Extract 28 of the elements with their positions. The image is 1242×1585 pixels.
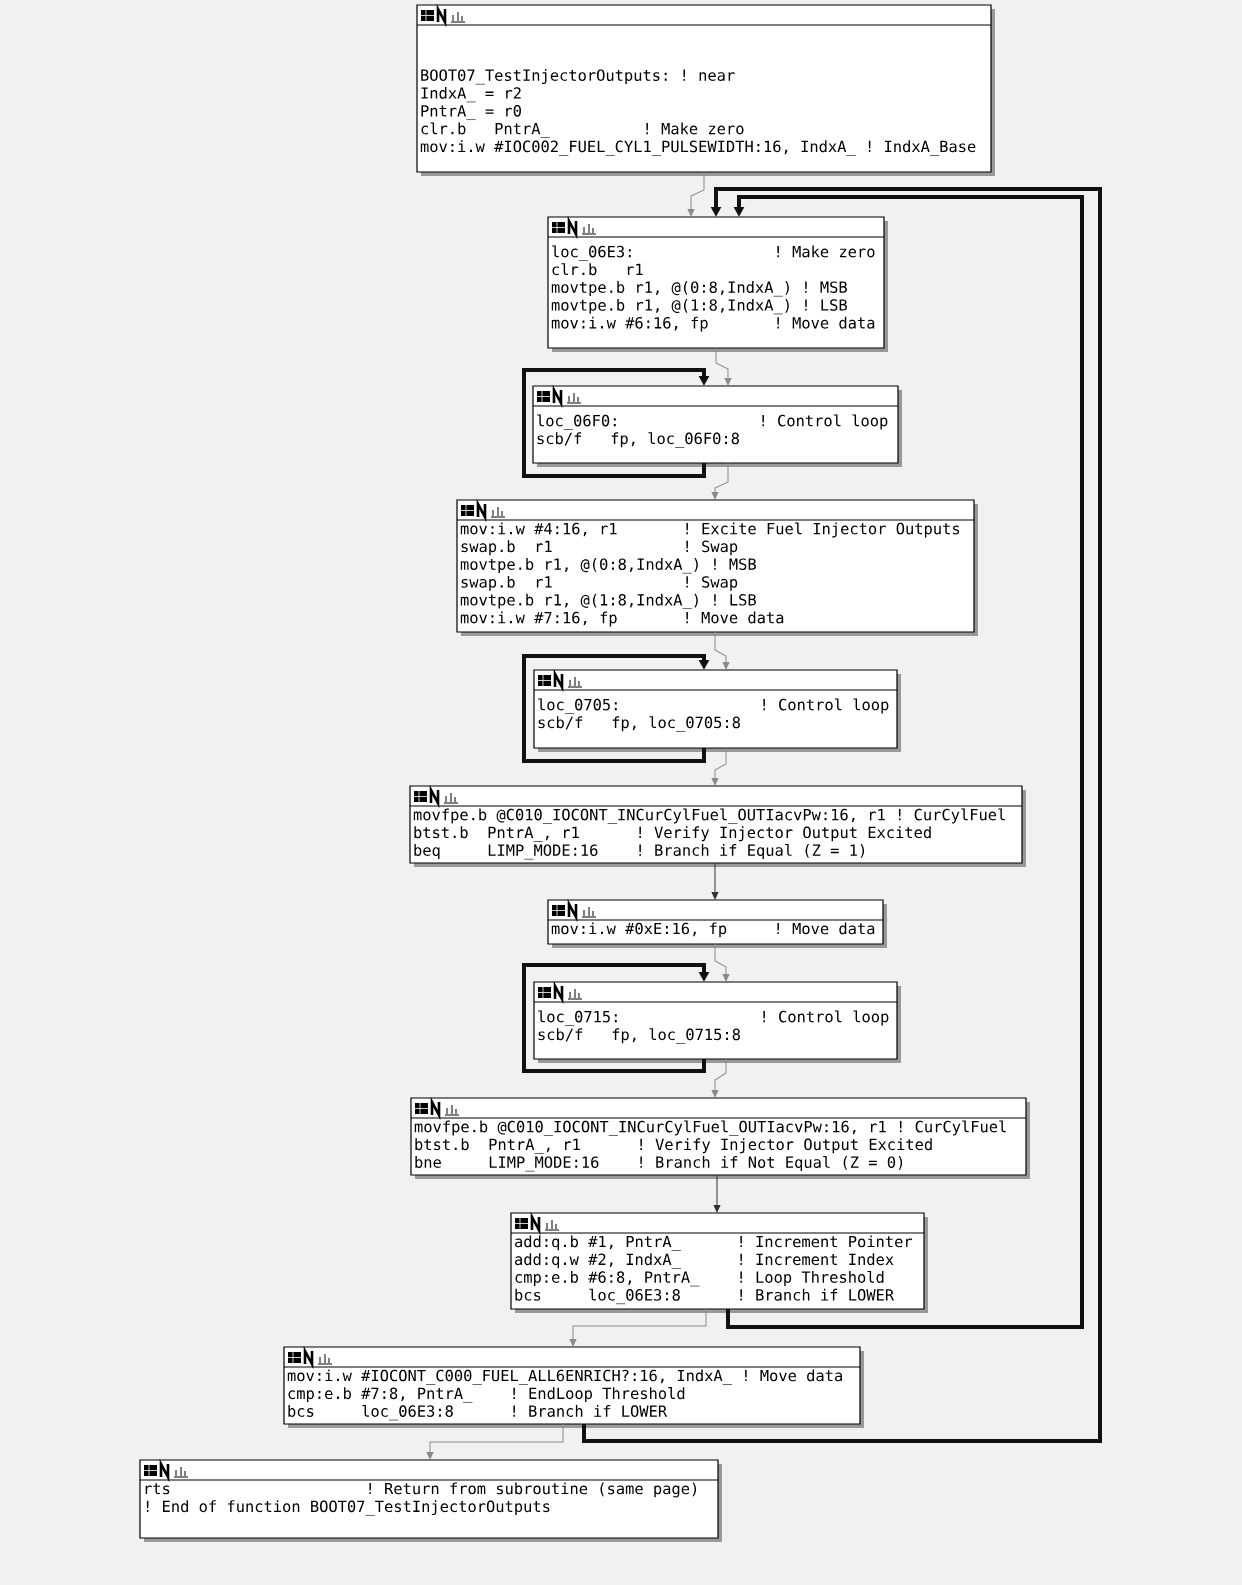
arrow <box>569 1308 707 1347</box>
code-block: add:q.b #1, PntrA_ ! Increment Pointer add:q.w #2, IndxA_ ! Increment Index cmp:e.b #6:8, PntrA_ ! Loop Threshold bcs loc_06E3:8 ! Branch if LOWER <box>510 1212 928 1313</box>
arrow <box>714 631 730 670</box>
arrow <box>715 347 732 386</box>
code-block: rts ! Return from subroutine (same page) ! End of function BOOT07_TestInjectorOutputs <box>139 1459 722 1542</box>
code-block: mov:i.w #0xE:16, fp ! Move data <box>547 899 887 948</box>
code-block: movfpe.b @C010_IOCONT_INCurCylFuel_OUTIacvPw:16, r1 ! CurCylFuel btst.b PntrA_, r1 ! Verify Injector Output Excited beq LIMP_MODE:16 ! Branch if Equal (Z = 1) <box>409 785 1026 867</box>
arrow <box>582 187 1102 1443</box>
arrow <box>522 963 710 1073</box>
code-block: mov:i.w #IOCONT_C000_FUEL_ALL6ENRICH?:16, IndxA_ ! Move data cmp:e.b #7:8, PntrA_ ! EndLoop Threshold bcs loc_06E3:8 ! Branch if LOWER <box>283 1346 864 1428</box>
code-block: movfpe.b @C010_IOCONT_INCurCylFuel_OUTIacvPw:16, r1 ! CurCylFuel btst.b PntrA_, r1 ! Verify Injector Output Excited bne LIMP_MODE:16 ! Branch if Not Equal (Z = 0) <box>410 1097 1030 1179</box>
arrow <box>714 943 730 982</box>
arrow <box>522 654 710 763</box>
arrow <box>711 462 729 500</box>
code-block: loc_06F0: ! Control loop scb/f fp, loc_06F0:8 <box>532 385 902 467</box>
arrow <box>687 171 705 217</box>
code-block: BOOT07_TestInjectorOutputs: ! near IndxA_ = r2 PntrA_ = r0 clr.b PntrA_ ! Make zero mov:i.w #IOC002_FUEL_CYL1_PULSEWIDTH:16, IndxA_ ! IndxA_Base <box>416 4 995 176</box>
arrow <box>711 747 727 786</box>
arrow <box>711 1058 727 1098</box>
code-block: loc_0715: ! Control loop scb/f fp, loc_0715:8 <box>533 981 901 1063</box>
code-block: loc_0705: ! Control loop scb/f fp, loc_0705:8 <box>533 669 901 752</box>
code-block: loc_06E3: ! Make zero clr.b r1 movtpe.b r1, @(0:8,IndxA_) ! MSB movtpe.b r1, @(1:8,IndxA_) ! LSB mov:i.w #6:16, fp ! Move data <box>547 216 888 352</box>
arrow <box>711 862 719 900</box>
arrow <box>726 195 1084 1329</box>
code-block: mov:i.w #4:16, r1 ! Excite Fuel Injector Outputs swap.b r1 ! Swap movtpe.b r1, @(0:8,IndxA_) ! MSB swap.b r1 ! Swap movtpe.b r1, @(1:8,IndxA_) ! LSB mov:i.w #7:16, fp ! Move data <box>456 499 978 636</box>
arrow <box>522 368 710 478</box>
arrow <box>713 1174 721 1213</box>
arrow <box>426 1423 564 1460</box>
